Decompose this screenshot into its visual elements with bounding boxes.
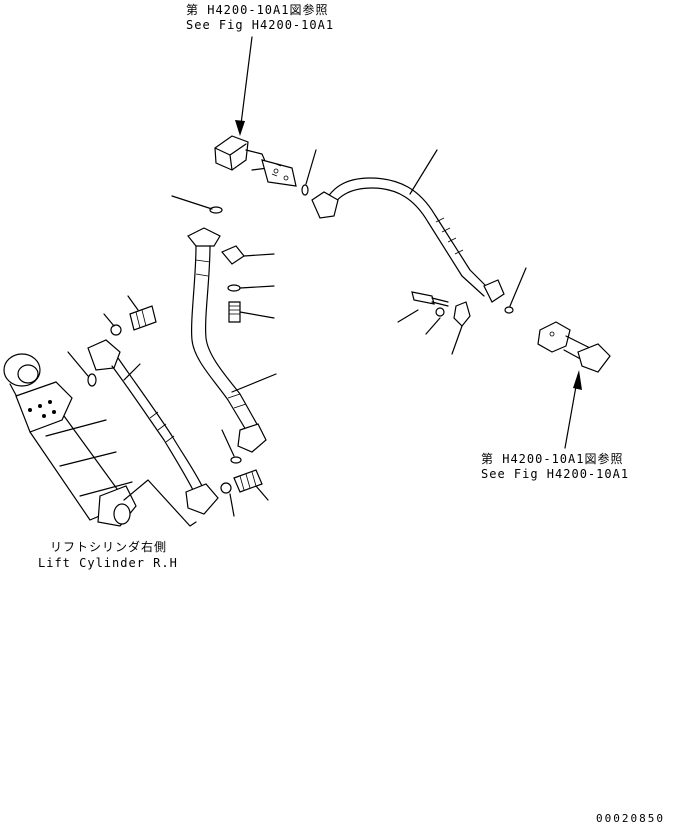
top-reference-arrow [235,36,253,136]
drawing-number: 00020850 [596,812,665,825]
right-reference-line2: See Fig H4200-10A1 [481,467,630,481]
upper-o-ring [209,206,223,214]
cylinder-label-jp: リフトシリンダ右側 [50,540,168,554]
middle-pipe [187,227,277,453]
right-reference-line1: 第 H4200-10A1図参照 [481,452,624,466]
right-block-fitting [537,321,611,373]
lower-bolt-group [220,469,269,517]
lower-pipe [87,339,219,515]
top-reference-line1: 第 H4200-10A1図参照 [186,3,329,17]
left-bolt-group [103,295,157,336]
pipe-o-ring-1 [301,184,309,196]
pipe-o-ring-3 [230,456,242,464]
cylinder-bracket [123,479,197,527]
top-reference-line2: See Fig H4200-10A1 [186,18,335,32]
pipe-o-ring-2 [504,306,514,314]
cylinder-label-en: Lift Cylinder R.H [38,556,178,570]
right-reference-arrow [564,370,582,449]
cylinder-o-ring [87,373,97,387]
upper-pipe [311,149,505,303]
upper-block-fitting [214,135,297,187]
lift-cylinder [3,353,137,527]
right-clamp-group [397,291,471,355]
middle-clamp-group [221,245,275,323]
